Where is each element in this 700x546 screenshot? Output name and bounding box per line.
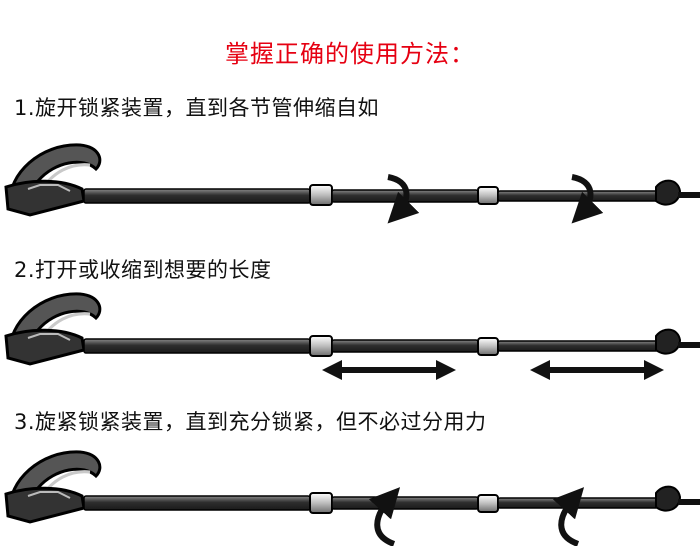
lock-ring-icon <box>309 335 333 357</box>
step-1-instruction: 1.旋开锁紧装置，直到各节管伸缩自如 <box>14 96 380 120</box>
trekking-pole-diagram-1 <box>4 143 700 224</box>
grip-strap-icon <box>4 143 102 217</box>
trekking-pole-diagram-2 <box>4 292 700 380</box>
pole-section-upper <box>83 188 311 204</box>
lock-ring-icon <box>309 184 333 206</box>
rotate-arrow-icon <box>552 487 585 546</box>
pole-tip-icon <box>655 179 700 206</box>
trekking-pole-diagram-3 <box>4 450 700 546</box>
pole-tip-icon <box>655 328 700 355</box>
lock-ring-icon <box>309 492 333 514</box>
grip-strap-icon <box>4 292 102 366</box>
rotate-arrow-icon <box>368 487 401 546</box>
lock-ring-icon <box>477 337 499 356</box>
lock-ring-icon <box>477 494 499 513</box>
grip-strap-icon <box>4 450 102 524</box>
page-title: 掌握正确的使用方法： <box>225 40 475 68</box>
double-arrow-icon <box>322 360 456 380</box>
pole-tip-icon <box>655 485 700 512</box>
rotate-arrow-icon <box>387 174 420 224</box>
step-3-instruction: 3.旋紧锁紧装置，直到充分锁紧，但不必过分用力 <box>14 410 487 434</box>
pole-section-lower <box>497 190 659 202</box>
double-arrow-icon <box>530 360 664 380</box>
lock-ring-icon <box>477 186 499 205</box>
rotate-arrow-icon <box>571 174 604 224</box>
step-2-instruction: 2.打开或收缩到想要的长度 <box>14 258 272 282</box>
